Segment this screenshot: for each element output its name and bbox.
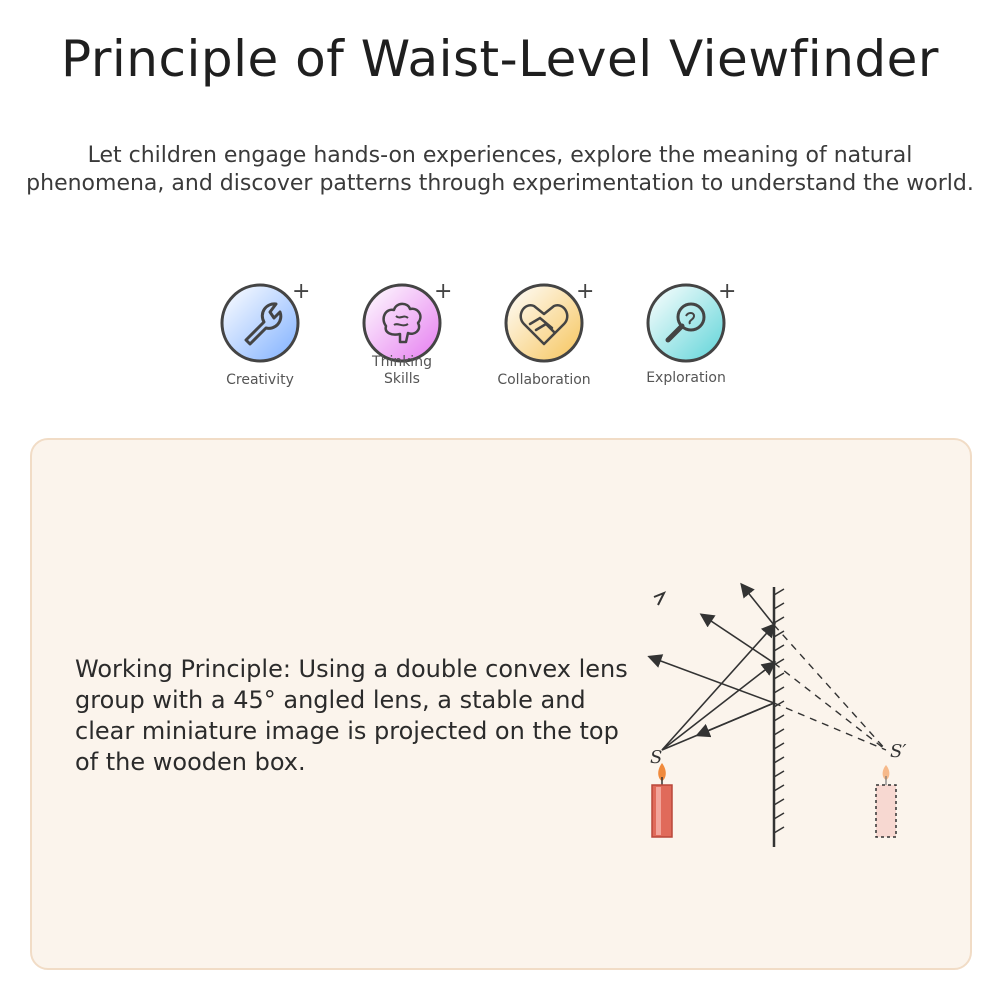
real-candle xyxy=(651,763,673,838)
mirror-hatching xyxy=(773,588,785,834)
principle-text: Working Principle: Using a double convex… xyxy=(75,655,628,776)
principle-panel: Working Principle: Using a double convex… xyxy=(30,438,972,970)
svg-text:+: + xyxy=(576,279,594,304)
ray-tail-mark xyxy=(653,591,667,606)
skill-thinking: + Thinking Skills xyxy=(342,278,462,388)
skill-label: Collaboration xyxy=(497,372,591,388)
incident-rays xyxy=(661,622,777,751)
source-label: S xyxy=(650,747,662,768)
skill-collaboration: + Collaboration xyxy=(484,278,604,389)
skill-creativity: + Creativity xyxy=(200,278,320,389)
skill-label: Exploration xyxy=(646,370,726,386)
brain-icon: + xyxy=(362,279,452,363)
svg-text:+: + xyxy=(434,279,452,304)
reflected-rays xyxy=(647,582,775,738)
virtual-candle xyxy=(875,765,897,838)
page-subtitle: Let children engage hands-on experiences… xyxy=(26,143,974,196)
svg-text:+: + xyxy=(718,279,736,304)
skill-label: Thinking Skills xyxy=(372,354,432,387)
handshake-heart-icon: + xyxy=(504,279,594,363)
virtual-rays xyxy=(773,624,887,751)
skill-exploration: + Exploration xyxy=(626,278,746,387)
page-title: Principle of Waist-Level Viewfinder xyxy=(61,30,939,88)
skill-label: Creativity xyxy=(226,372,294,388)
image-label: S′ xyxy=(890,741,906,762)
reflection-diagram: S S′ xyxy=(647,582,906,847)
svg-text:+: + xyxy=(292,279,310,304)
skills-row: + Creativity + Thinking Skills xyxy=(0,278,1000,418)
wrench-icon: + xyxy=(220,279,310,363)
magnifier-icon: + xyxy=(646,279,736,363)
